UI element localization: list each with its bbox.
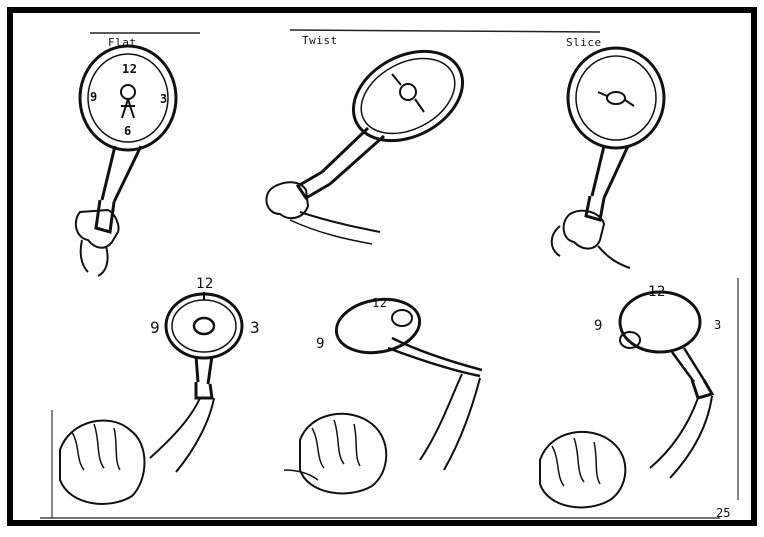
clock-3-behind: 3	[250, 318, 260, 337]
clock-9: 9	[90, 90, 98, 104]
clock-3-slice: 3	[714, 318, 722, 332]
slice-from-behind	[540, 292, 712, 507]
clock-9-twist: 9	[316, 336, 325, 352]
clock-12: 12	[122, 62, 137, 76]
slice-racket	[552, 48, 664, 268]
twist-racket	[266, 33, 478, 244]
flat-label: Flat	[108, 36, 137, 49]
clock-3: 3	[160, 92, 168, 106]
twist-from-behind	[284, 293, 482, 493]
clock-9-slice: 9	[594, 318, 603, 334]
clock-12-slice: 12	[648, 284, 666, 300]
twist-label: Twist	[302, 34, 338, 47]
slice-label: Slice	[566, 36, 602, 49]
clock-6: 6	[124, 124, 132, 138]
clock-9-behind: 9	[150, 318, 160, 337]
page-number: 25	[716, 506, 730, 520]
clock-12-twist: 12	[372, 296, 387, 310]
flat-racket	[76, 46, 176, 276]
clock-12-behind: 12	[196, 276, 214, 292]
outer-border	[10, 10, 754, 523]
